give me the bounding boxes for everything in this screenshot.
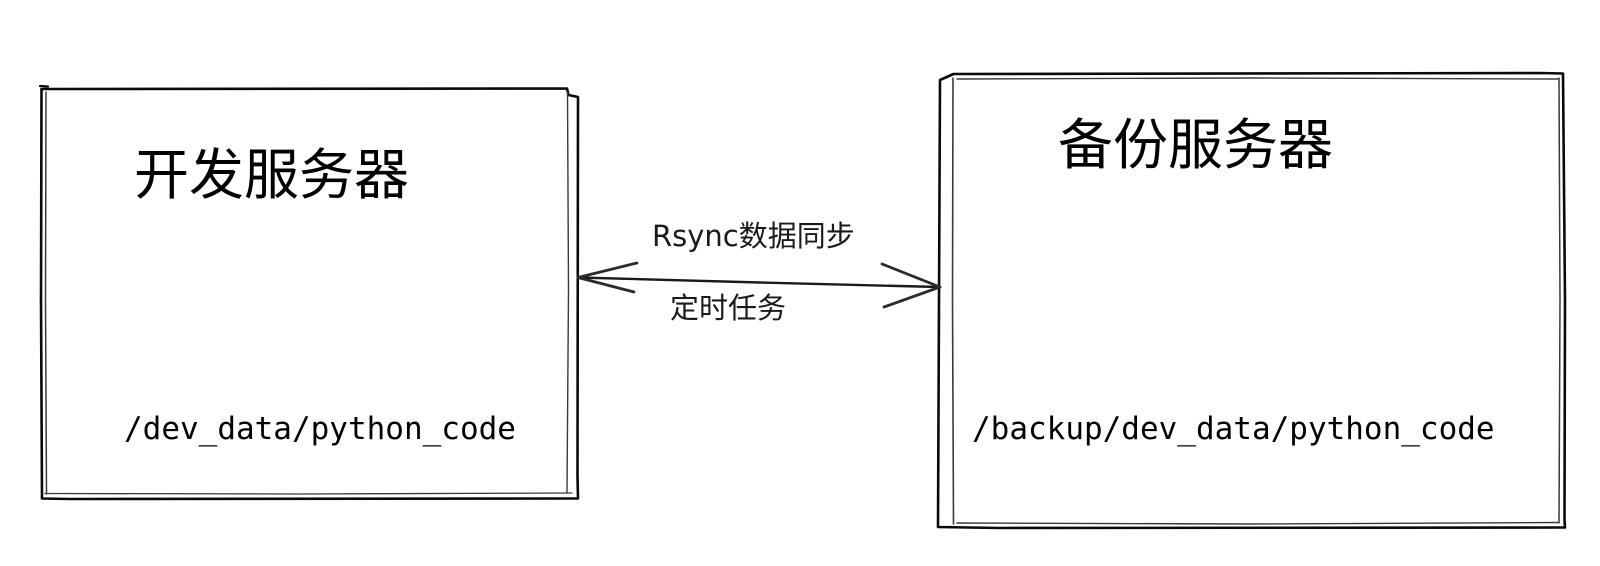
backup-server-box-outline bbox=[936, 71, 1567, 530]
backup-server-box-sketch-top bbox=[956, 77, 1559, 80]
dev-server-box-sketch-left bbox=[44, 91, 48, 495]
rsync-edge-line bbox=[576, 276, 941, 289]
node-backup-server-shape[interactable] bbox=[936, 71, 1567, 530]
node-dev-server-shape[interactable] bbox=[38, 84, 580, 501]
backup-server-box-sketch-right bbox=[1558, 77, 1561, 524]
backup-server-title: 备份服务器 bbox=[1058, 113, 1334, 177]
rsync-arrowhead-left-upper bbox=[576, 261, 639, 279]
edge-rsync-sync[interactable] bbox=[576, 261, 942, 309]
backup-server-path-label: /backup/dev_data/python_code bbox=[972, 411, 1495, 447]
dev-server-box-sketch-right bbox=[566, 91, 570, 493]
dev-server-title: 开发服务器 bbox=[134, 143, 410, 207]
dev-server-box-sketch-bottom bbox=[44, 492, 573, 495]
edge-label-scheduled-task: 定时任务 bbox=[670, 291, 787, 325]
rsync-arrowhead-left-lower bbox=[576, 276, 636, 294]
dev-server-path-label: /dev_data/python_code bbox=[124, 411, 516, 447]
rsync-arrowhead-right-upper bbox=[880, 262, 942, 289]
edge-label-rsync-sync: Rsync数据同步 bbox=[652, 219, 855, 253]
backup-server-box-sketch-left bbox=[951, 77, 955, 525]
rsync-arrowhead-right-lower bbox=[882, 285, 942, 309]
backup-server-box-sketch-bottom bbox=[956, 521, 1559, 525]
dev-server-box-corner-tick bbox=[38, 84, 50, 88]
